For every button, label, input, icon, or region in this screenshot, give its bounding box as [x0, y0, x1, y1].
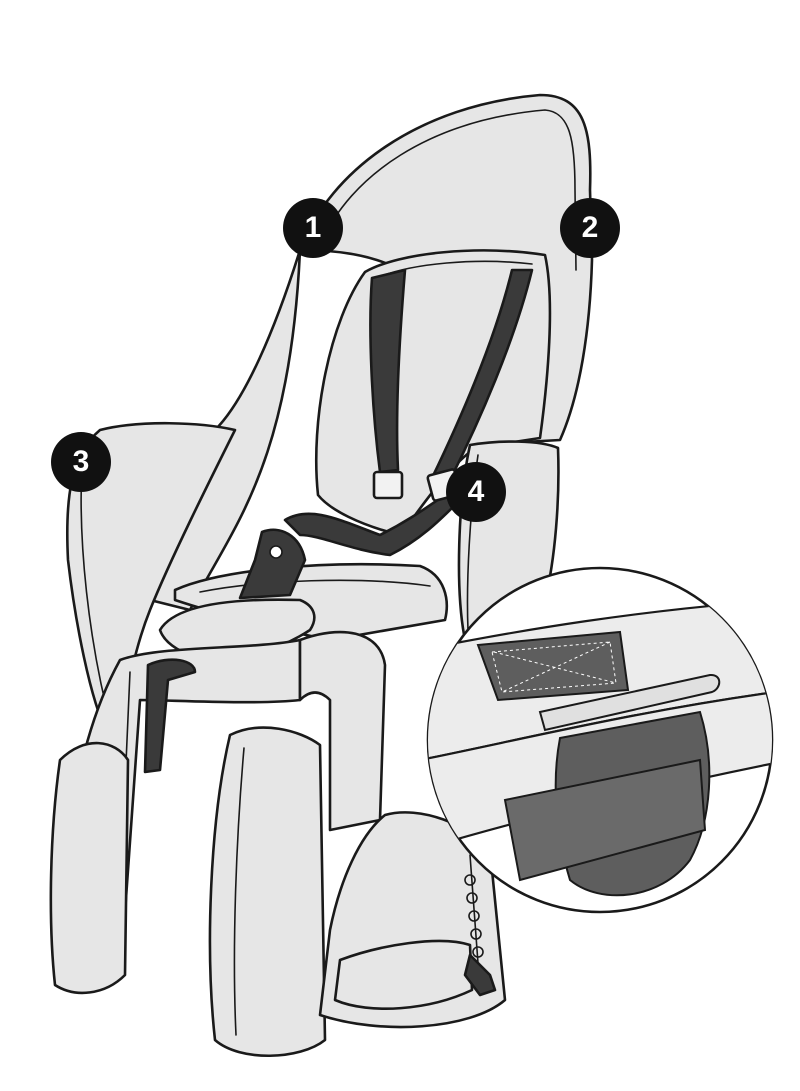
- front-leg-guard: [208, 726, 327, 1058]
- callout-label-4: 4: [467, 475, 485, 508]
- callout-label-3: 3: [72, 445, 90, 478]
- velcro-pad: [476, 630, 630, 702]
- harness-adjuster-left: [372, 470, 404, 500]
- callout-label-1: 1: [304, 211, 322, 244]
- center-buckle: [238, 528, 307, 600]
- callout-marker-1: [283, 198, 343, 258]
- footrest-adjust-holes: [464, 874, 484, 958]
- clip-bar: [538, 673, 721, 732]
- strap-clip-detail-magnifier: [426, 566, 774, 914]
- callout-label-2: 2: [581, 211, 599, 244]
- harness-left-strap: [369, 268, 407, 474]
- callout-marker-4: [446, 462, 506, 522]
- callout-markers: [51, 198, 620, 522]
- seat-drawing: [49, 93, 594, 1058]
- wrap-strap-end: [503, 758, 707, 882]
- callout-marker-2: [560, 198, 620, 258]
- footrest-sole: [333, 939, 474, 1011]
- footrest-strap: [463, 953, 497, 997]
- callout-marker-3: [51, 432, 111, 492]
- right-leg-frame: [298, 630, 387, 832]
- left-leg-guard: [49, 741, 130, 995]
- ankle-strap: [143, 658, 197, 774]
